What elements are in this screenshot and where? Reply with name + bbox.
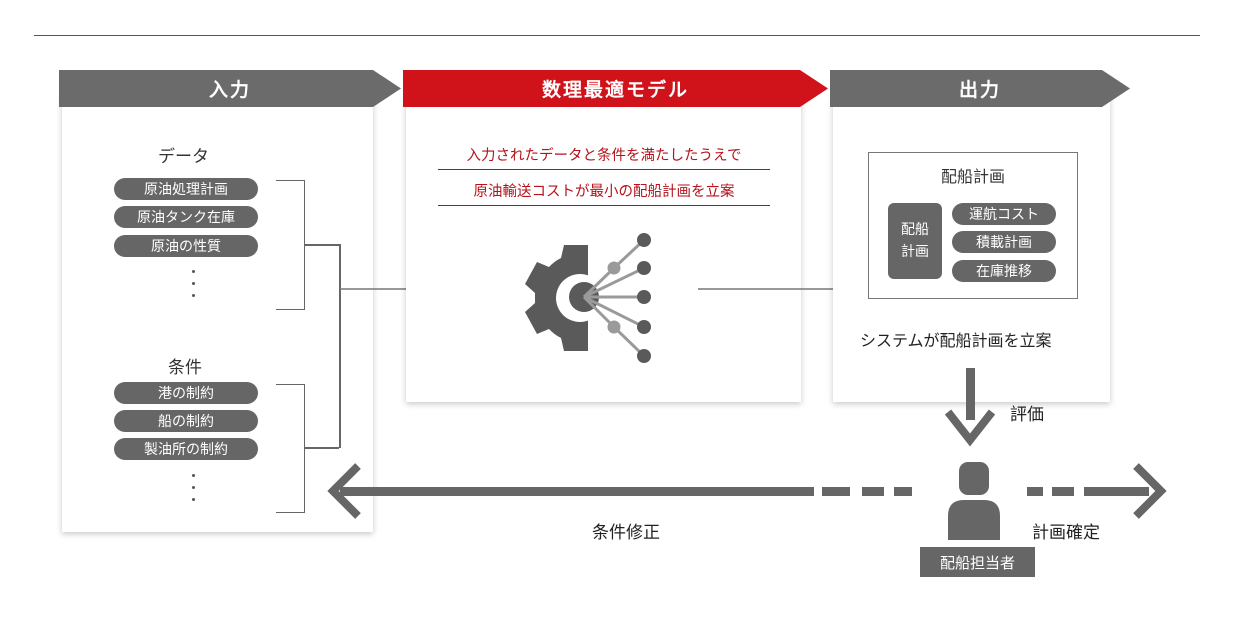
- model-header: 数理最適モデル: [403, 70, 828, 107]
- evaluate-label: 評価: [1010, 405, 1044, 425]
- model-description-line1: 入力されたデータと条件を満たしたうえで: [438, 144, 770, 170]
- ship-plan-title: 配船計画: [940, 167, 1005, 186]
- output-item-2: 積載計画: [952, 231, 1056, 253]
- model-description-line2: 原油輸送コストが最小の配船計画を立案: [438, 180, 770, 206]
- conditions-label: 条件: [168, 358, 202, 378]
- condition-item-1: 港の制約: [114, 382, 258, 404]
- ship-planner-badge: 配船担当者: [920, 547, 1035, 577]
- condition-fix-label: 条件修正: [592, 523, 660, 543]
- data-label: データ: [158, 147, 209, 167]
- output-caption: システムが配船計画を立案: [860, 331, 1052, 350]
- plan-confirm-arrow: [1027, 463, 1167, 519]
- evaluate-arrow: [944, 368, 996, 447]
- ship-plan-square: 配船 計画: [888, 203, 942, 279]
- input-header: 入力: [59, 70, 401, 107]
- bracket-join-upper: [305, 244, 339, 246]
- data-item-1: 原油処理計画: [114, 178, 258, 200]
- top-divider: [34, 35, 1200, 36]
- data-bracket: [276, 180, 305, 310]
- condition-fix-arrow: [327, 463, 912, 519]
- condition-item-3: 製油所の制約: [114, 438, 258, 460]
- data-item-3: 原油の性質: [114, 235, 258, 257]
- output-item-1: 運航コスト: [952, 203, 1056, 225]
- condition-item-2: 船の制約: [114, 410, 258, 432]
- data-item-2: 原油タンク在庫: [114, 206, 258, 228]
- plan-confirm-label: 計画確定: [1032, 523, 1100, 543]
- bracket-join-lower: [305, 447, 339, 449]
- gear-network-icon: [525, 233, 658, 363]
- output-header: 出力: [830, 70, 1130, 107]
- conditions-more-dots: [192, 474, 196, 510]
- data-more-dots: [192, 270, 196, 306]
- conditions-bracket: [276, 384, 305, 513]
- bracket-join-vertical: [339, 244, 341, 448]
- output-item-3: 在庫推移: [952, 260, 1056, 282]
- person-icon: [948, 462, 1000, 540]
